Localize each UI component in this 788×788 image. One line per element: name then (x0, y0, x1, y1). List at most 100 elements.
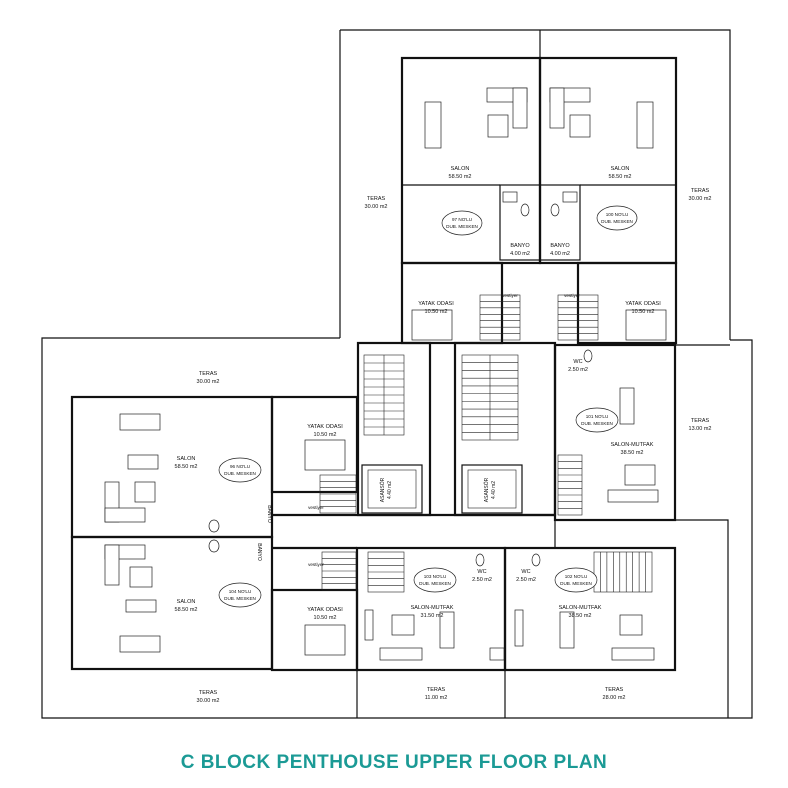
staircases (319, 294, 653, 593)
room-label-yatak-96: YATAK ODASI 10.50 m2 (307, 424, 343, 438)
svg-text:38.50 m2: 38.50 m2 (621, 450, 644, 456)
unit-tag-101: 101 NO'LU DUB. MESKEN (575, 407, 619, 433)
svg-text:ASANSÖR: ASANSÖR (483, 477, 490, 502)
svg-text:102 NO'LU: 102 NO'LU (565, 574, 588, 579)
room-label-asansor-left: ASANSÖR 4.40 m2 (379, 477, 393, 502)
unit-tag-96: 96 NO'LU DUB. MESKEN (218, 457, 262, 483)
room-label-teras-bottom-mid: TERAS 11.00 m2 (425, 687, 448, 701)
svg-text:WC: WC (521, 569, 530, 575)
svg-text:101 NO'LU: 101 NO'LU (586, 414, 609, 419)
unit-tag-104: 104 NO'LU DUB. MESKEN (218, 582, 262, 608)
svg-text:30.00 m2: 30.00 m2 (365, 204, 388, 210)
room-label-yatak-104: YATAK ODASI 10.50 m2 (307, 607, 343, 621)
svg-text:BANYO: BANYO (550, 243, 570, 249)
unit-tags: 97 NO'LU DUB. MESKEN 100 NO'LU DUB. MESK… (218, 205, 638, 608)
room-label-teras-top-left: TERAS 30.00 m2 (365, 196, 388, 210)
stair-unit-102 (593, 551, 653, 593)
unit-tag-103: 103 NO'LU DUB. MESKEN (413, 567, 457, 593)
svg-text:2.50 m2: 2.50 m2 (472, 577, 492, 583)
stair-core-right (461, 354, 519, 441)
svg-text:10.50 m2: 10.50 m2 (425, 309, 448, 315)
room-label-salon-96: SALON 58.50 m2 (175, 456, 198, 470)
svg-text:104 NO'LU: 104 NO'LU (229, 589, 252, 594)
room-label-asansor-right: ASANSÖR 4.40 m2 (483, 477, 497, 502)
svg-text:YATAK ODASI: YATAK ODASI (307, 424, 343, 430)
svg-text:58.50 m2: 58.50 m2 (449, 174, 472, 180)
svg-text:TERAS: TERAS (199, 690, 218, 696)
svg-text:WC: WC (477, 569, 486, 575)
svg-text:DUB. MESKEN: DUB. MESKEN (581, 421, 613, 426)
room-label-teras-right: TERAS 13.00 m2 (689, 418, 712, 432)
svg-text:DUB. MESKEN: DUB. MESKEN (224, 596, 256, 601)
room-label-salon-100: SALON 58.50 m2 (609, 166, 632, 180)
svg-text:11.00 m2: 11.00 m2 (425, 695, 448, 701)
room-label-teras-left: TERAS 30.00 m2 (197, 371, 220, 385)
svg-text:58.50 m2: 58.50 m2 (175, 464, 198, 470)
vestiyer-label-97: vestiyer (502, 293, 518, 298)
svg-text:103 NO'LU: 103 NO'LU (424, 574, 447, 579)
stair-unit-97 (479, 294, 521, 341)
vestiyer-label-104: vestiyer (308, 562, 324, 567)
svg-text:YATAK ODASI: YATAK ODASI (307, 607, 343, 613)
svg-text:38.50 m2: 38.50 m2 (569, 613, 592, 619)
svg-text:DUB. MESKEN: DUB. MESKEN (601, 219, 633, 224)
svg-text:30.00 m2: 30.00 m2 (689, 196, 712, 202)
svg-text:SALON: SALON (177, 456, 196, 462)
svg-text:TERAS: TERAS (199, 371, 218, 377)
svg-text:BANYO: BANYO (266, 505, 272, 523)
elevators (361, 464, 523, 514)
svg-text:SALON: SALON (451, 166, 470, 172)
svg-text:4.00 m2: 4.00 m2 (510, 251, 530, 257)
room-label-banyo-vertical-2: BANYO (256, 543, 262, 561)
room-label-banyo-vertical-1: BANYO (266, 505, 272, 523)
svg-text:100 NO'LU: 100 NO'LU (606, 212, 629, 217)
svg-text:DUB. MESKEN: DUB. MESKEN (419, 581, 451, 586)
terrace-outlines (41, 29, 753, 719)
svg-text:YATAK ODASI: YATAK ODASI (418, 301, 454, 307)
svg-text:WC: WC (573, 359, 582, 365)
svg-text:TERAS: TERAS (691, 188, 710, 194)
svg-text:TERAS: TERAS (367, 196, 386, 202)
vestiyer-label-96: vestiyer (308, 505, 324, 510)
svg-text:30.00 m2: 30.00 m2 (197, 698, 220, 704)
unit-tag-97: 97 NO'LU DUB. MESKEN (441, 210, 483, 236)
svg-text:BANYO: BANYO (256, 543, 262, 561)
room-label-teras-bottom-left: TERAS 30.00 m2 (197, 690, 220, 704)
unit-tag-102: 102 NO'LU DUB. MESKEN (554, 567, 598, 593)
svg-text:SALON-MUTFAK: SALON-MUTFAK (611, 442, 654, 448)
svg-text:TERAS: TERAS (427, 687, 446, 693)
room-label-teras-bottom-right: TERAS 28.00 m2 (603, 687, 626, 701)
room-label-salon-104: SALON 58.50 m2 (175, 599, 198, 613)
room-label-yatak-97: YATAK ODASI 10.50 m2 (418, 301, 454, 315)
plan-title: C BLOCK PENTHOUSE UPPER FLOOR PLAN (180, 752, 608, 773)
svg-text:10.50 m2: 10.50 m2 (314, 615, 337, 621)
svg-text:13.00 m2: 13.00 m2 (689, 426, 712, 432)
stair-unit-100 (557, 294, 599, 341)
svg-text:4.40 m2: 4.40 m2 (387, 481, 393, 499)
svg-text:30.00 m2: 30.00 m2 (197, 379, 220, 385)
svg-text:SALON: SALON (611, 166, 630, 172)
room-label-teras-top-right: TERAS 30.00 m2 (689, 188, 712, 202)
room-label-wc-103: WC 2.50 m2 (472, 569, 492, 583)
svg-text:2.50 m2: 2.50 m2 (516, 577, 536, 583)
room-label-salon-mutfak-102: SALON-MUTFAK 38.50 m2 (559, 605, 602, 619)
svg-text:58.50 m2: 58.50 m2 (175, 607, 198, 613)
room-label-salon-97: SALON 58.50 m2 (449, 166, 472, 180)
svg-text:4.40 m2: 4.40 m2 (491, 481, 497, 499)
furniture (104, 87, 667, 661)
svg-text:SALON: SALON (177, 599, 196, 605)
unit-tag-100: 100 NO'LU DUB. MESKEN (596, 205, 638, 231)
svg-text:97 NO'LU: 97 NO'LU (452, 217, 472, 222)
svg-text:SALON-MUTFAK: SALON-MUTFAK (559, 605, 602, 611)
room-label-banyo-97: BANYO 4.00 m2 (510, 243, 530, 257)
svg-text:DUB. MESKEN: DUB. MESKEN (560, 581, 592, 586)
room-label-yatak-100: YATAK ODASI 10.50 m2 (625, 301, 661, 315)
room-labels: TERAS 30.00 m2 TERAS 30.00 m2 TERAS 30.0… (175, 166, 712, 704)
svg-text:BANYO: BANYO (510, 243, 530, 249)
building-walls (70, 56, 678, 672)
svg-text:96 NO'LU: 96 NO'LU (230, 464, 250, 469)
svg-text:10.50 m2: 10.50 m2 (314, 432, 337, 438)
svg-text:TERAS: TERAS (691, 418, 710, 424)
svg-text:DUB. MESKEN: DUB. MESKEN (446, 224, 478, 229)
svg-text:2.50 m2: 2.50 m2 (568, 367, 588, 373)
